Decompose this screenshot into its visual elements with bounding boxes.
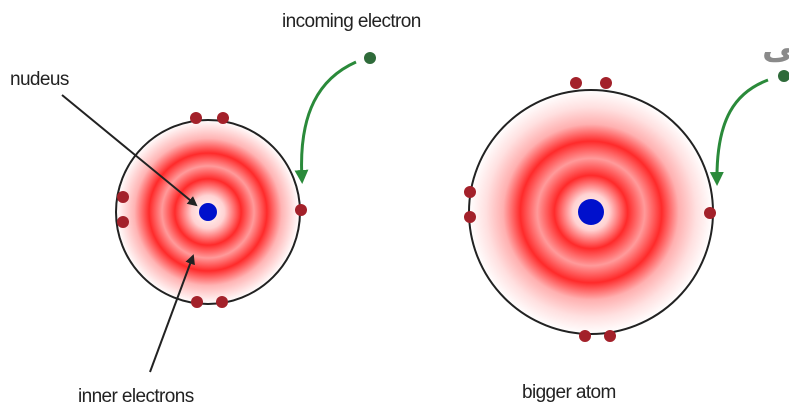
inner-electrons-label: inner electrons: [78, 386, 194, 407]
electron: [117, 216, 129, 228]
incoming-electron-label: incoming electron: [282, 11, 421, 32]
electron: [579, 330, 591, 342]
nucleus-label: nudeus: [10, 69, 69, 90]
electron: [604, 330, 616, 342]
electron: [570, 77, 582, 89]
electron: [704, 207, 716, 219]
electron: [216, 296, 228, 308]
title-persian: الکترو افینیتی: [762, 27, 789, 67]
incoming-electron-big: [778, 70, 789, 82]
electron: [190, 112, 202, 124]
electron: [600, 77, 612, 89]
big-atom: [464, 77, 716, 342]
incoming-electron-small: [364, 52, 376, 64]
electron: [191, 296, 203, 308]
small-atom-outer-electrons: [117, 112, 307, 308]
big-atom-outer-electrons: [464, 77, 716, 342]
incoming-arrow-big: [709, 78, 769, 186]
bigger-atom-label: bigger atom: [522, 382, 616, 403]
big-atom-nucleus: [578, 199, 604, 225]
electron: [117, 191, 129, 203]
small-atom-nucleus: [199, 203, 217, 221]
inner-electrons-pointer-arrow: [149, 254, 195, 373]
electron: [464, 211, 476, 223]
nucleus-pointer-arrow: [61, 94, 198, 207]
small-atom: [115, 112, 307, 308]
electron: [295, 204, 307, 216]
electron: [217, 112, 229, 124]
incoming-arrow-small: [294, 60, 357, 184]
electron: [464, 186, 476, 198]
